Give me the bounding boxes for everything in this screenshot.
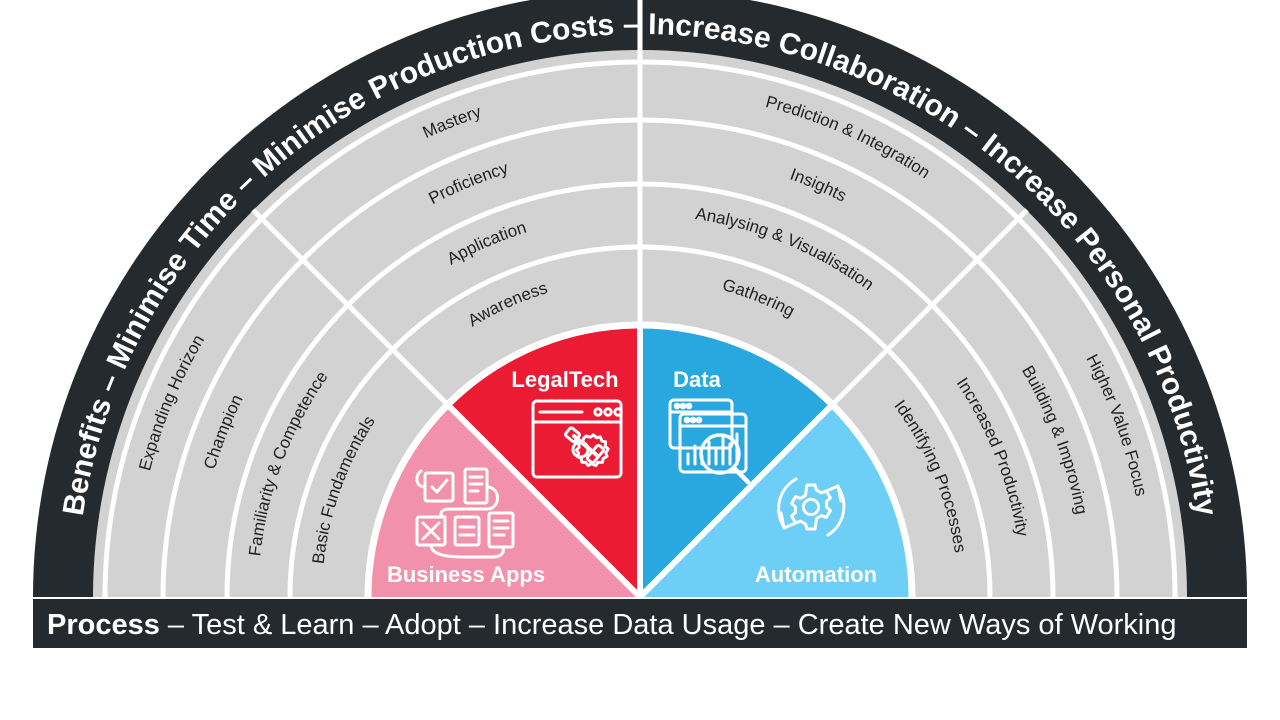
wheel-body <box>33 0 1247 597</box>
core-sector-automation[interactable] <box>640 404 913 597</box>
gear-refresh-cycle-icon <box>777 477 846 537</box>
core-label-automation: Automation <box>755 562 877 587</box>
core-sector-business-apps[interactable] <box>367 404 640 597</box>
core-divider-left <box>445 402 643 597</box>
process-banner-text: Process – Test & Learn – Adopt – Increas… <box>47 609 1176 641</box>
core-label-business-apps: Business Apps <box>387 562 545 587</box>
process-banner <box>33 599 1247 648</box>
dashboard-magnifier-icon <box>668 398 751 485</box>
browser-gavel-gear-icon <box>531 399 623 479</box>
core-label-legaltech: LegalTech <box>511 367 618 392</box>
core-label-data: Data <box>673 367 721 392</box>
process-prefix: Process <box>47 609 160 641</box>
workflow-forms-icon <box>415 467 515 559</box>
core-divider-right <box>637 402 835 597</box>
core-sector-legaltech[interactable] <box>447 324 640 597</box>
process-rest: – Test & Learn – Adopt – Increase Data U… <box>160 609 1177 641</box>
